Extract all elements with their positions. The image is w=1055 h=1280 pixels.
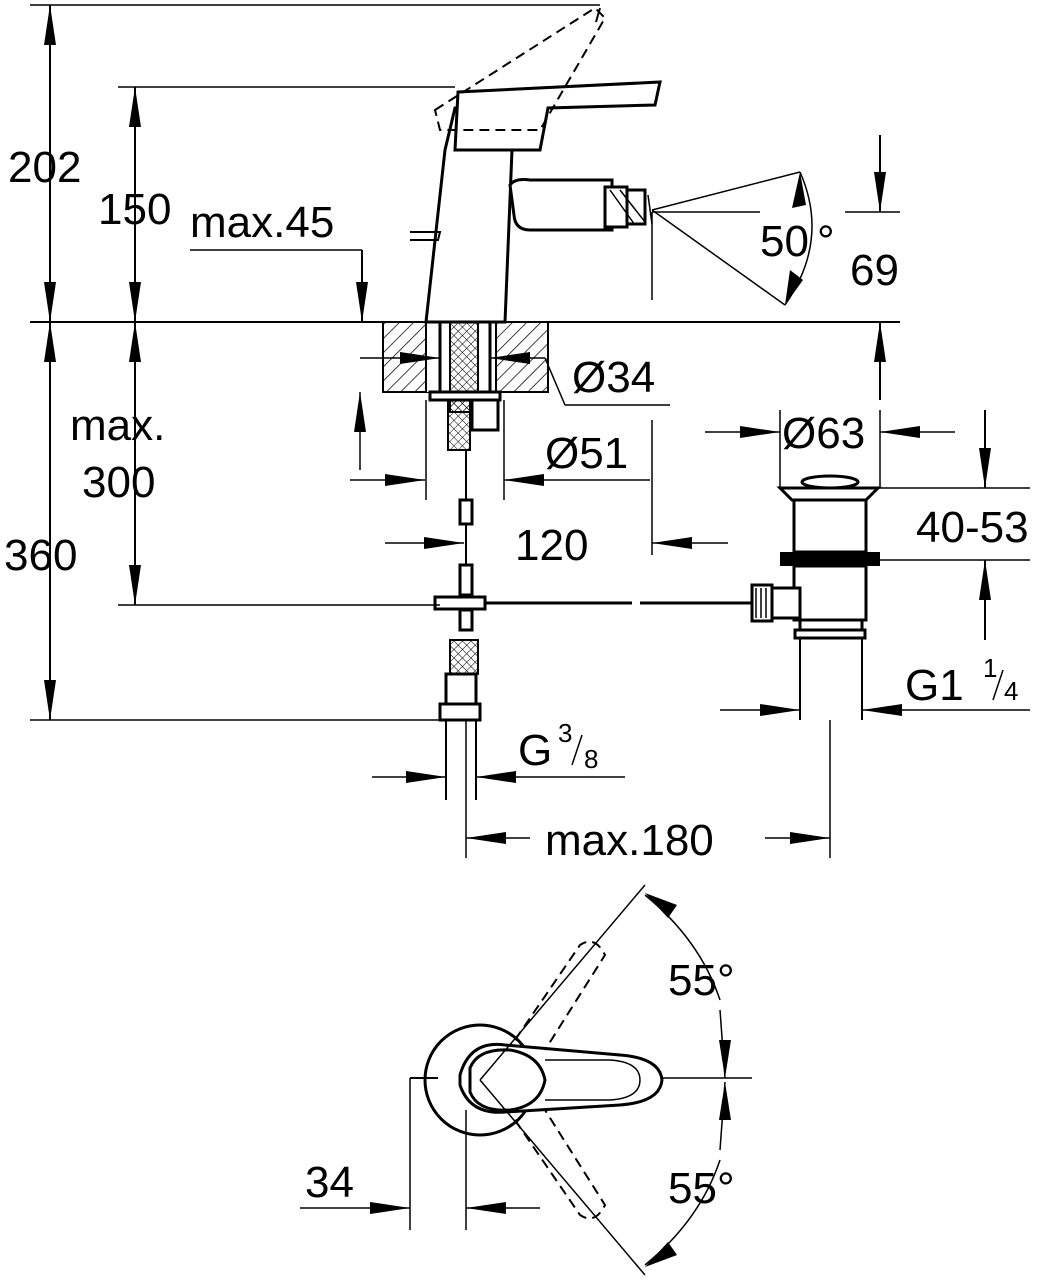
thread-inlet-g-3-8: G 3 8 [518, 718, 598, 775]
faucet-body [410, 6, 662, 324]
svg-text:1: 1 [983, 653, 997, 683]
thread-waste-g1-1-4: G1 1 4 [905, 653, 1018, 710]
waste-drain [750, 474, 882, 720]
svg-text:G: G [518, 726, 552, 775]
svg-text:G1: G1 [905, 661, 964, 710]
dim-150: 150 [98, 185, 171, 234]
dim-360: 360 [4, 531, 77, 580]
side-view: 202 150 max.45 50° 69 Ø34 max. Ø63 Ø51 3… [4, 4, 1030, 865]
dim-34-top: 34 [305, 1158, 354, 1207]
dim-d63: Ø63 [782, 409, 865, 458]
svg-text:8: 8 [584, 744, 598, 774]
dim-max180: max.180 [545, 816, 714, 865]
angle-lower-55: 55° [668, 1164, 735, 1213]
angle-upper-55: 55° [668, 956, 735, 1005]
dim-angle-50: 50° [760, 217, 835, 266]
dim-max-label: max. [70, 401, 165, 450]
dim-300: 300 [82, 458, 155, 507]
dim-69: 69 [850, 246, 899, 295]
top-view: 55° 55° 34 [300, 884, 752, 1276]
dim-120: 120 [515, 521, 588, 570]
svg-text:4: 4 [1004, 676, 1018, 706]
dim-max45: max.45 [190, 198, 334, 247]
dim-d51: Ø51 [545, 429, 628, 478]
underdeck-fixings [428, 320, 752, 800]
lever-rotated-down [514, 1109, 607, 1220]
lever-rotated-up [514, 940, 607, 1051]
svg-text:3: 3 [558, 718, 572, 748]
dim-202: 202 [8, 143, 81, 192]
dim-40-53: 40-53 [916, 503, 1029, 552]
dim-d34: Ø34 [572, 353, 655, 402]
